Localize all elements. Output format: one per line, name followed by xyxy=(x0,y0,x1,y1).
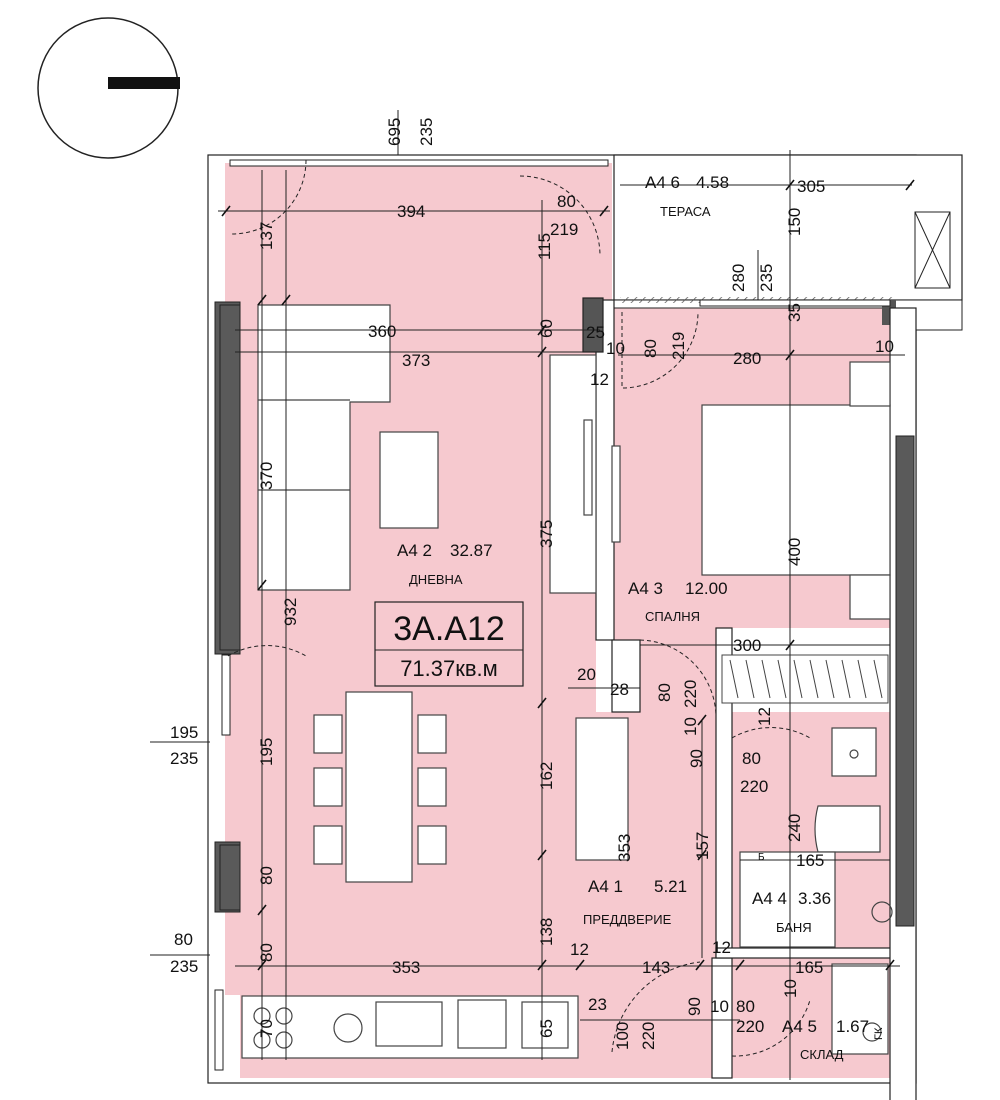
dim-label: 219 xyxy=(550,220,578,239)
north-arrow-icon xyxy=(37,17,180,159)
fixture-label: ГК xyxy=(873,1027,885,1040)
dim-label: 80 xyxy=(557,192,576,211)
dim-label: 80 xyxy=(655,683,674,702)
dim-label: 150 xyxy=(785,208,804,236)
dim-label: 80 xyxy=(736,997,755,1016)
dim-label: 65 xyxy=(537,1019,556,1038)
dim-label: 360 xyxy=(368,322,396,341)
room-area-terrace: 4.58 xyxy=(696,173,729,192)
room-area-bedroom: 12.00 xyxy=(685,579,728,598)
room-name-living: ДНЕВНА xyxy=(409,572,463,587)
windows xyxy=(214,159,915,1071)
dim-label: 143 xyxy=(642,958,670,977)
dim-label: 25 xyxy=(586,323,605,342)
dim-label: 60 xyxy=(537,319,556,338)
dim-label: 12 xyxy=(590,370,609,389)
room-area-hall: 5.21 xyxy=(654,877,687,896)
dim-label: 28 xyxy=(610,680,629,699)
dim-label: 23 xyxy=(588,995,607,1014)
dim-label: 695 xyxy=(385,118,404,146)
dim-label: 20 xyxy=(577,665,596,684)
dim-label: 80 xyxy=(257,866,276,885)
dim-label: 10 xyxy=(606,339,625,358)
dim-label: 280 xyxy=(733,349,761,368)
dim-label: 10 xyxy=(875,337,894,356)
dim-label: 90 xyxy=(685,997,704,1016)
room-id-bedroom: A4 3 xyxy=(628,579,663,598)
dim-label: 138 xyxy=(537,918,556,946)
dim-label: 305 xyxy=(797,177,825,196)
dim-label: 100 xyxy=(613,1022,632,1050)
room-area-living: 32.87 xyxy=(450,541,493,560)
room-name-storage: СКЛАД xyxy=(800,1047,844,1062)
dim-label: 80 xyxy=(174,930,193,949)
furniture xyxy=(241,304,893,1059)
dim-label: 12 xyxy=(755,707,774,726)
dim-label: 375 xyxy=(537,520,556,548)
dim-label: 165 xyxy=(795,958,823,977)
dim-label: 115 xyxy=(535,233,554,260)
dim-label: 235 xyxy=(170,957,198,976)
room-labels: A4 2 32.87 ДНЕВНА A4 3 12.00 СПАЛНЯ A4 1… xyxy=(397,173,885,1062)
dim-label: 80 xyxy=(742,749,761,768)
dim-label: 162 xyxy=(537,762,556,790)
dim-label: 80 xyxy=(257,943,276,962)
room-name-bedroom: СПАЛНЯ xyxy=(645,609,700,624)
room-name-hall: ПРЕДДВЕРИЕ xyxy=(583,912,672,927)
dim-label: 12 xyxy=(712,938,731,957)
dim-label: 219 xyxy=(669,332,688,360)
dim-label: 80 xyxy=(641,339,660,358)
dim-label: 300 xyxy=(733,636,761,655)
dim-label: 70 xyxy=(257,1019,276,1038)
dimension-labels: 695 235 394 80 219 137 115 305 150 280 2… xyxy=(170,118,894,1050)
dim-label: 195 xyxy=(170,723,198,742)
room-id-storage: A4 5 xyxy=(782,1017,817,1036)
dim-label: 35 xyxy=(785,303,804,322)
dim-label: 400 xyxy=(785,538,804,566)
room-name-bath: БАНЯ xyxy=(776,920,812,935)
room-name-terrace: ТЕРАСА xyxy=(660,204,711,219)
dim-label: 240 xyxy=(785,814,804,842)
unit-label: 3A.A12 71.37кв.м xyxy=(374,601,524,687)
dim-label: 137 xyxy=(257,222,276,250)
dim-label: 165 xyxy=(796,851,824,870)
doors xyxy=(227,159,811,1057)
dim-label: 10 xyxy=(710,997,729,1016)
dim-label: 280 xyxy=(729,264,748,292)
unit-area: 71.37кв.м xyxy=(400,656,498,681)
dimension-lines xyxy=(150,110,915,1080)
room-id-living: A4 2 xyxy=(397,541,432,560)
dim-label: 220 xyxy=(681,680,700,708)
dim-label: 235 xyxy=(417,118,436,146)
dim-label: 157 xyxy=(693,832,712,860)
dim-label: 235 xyxy=(170,749,198,768)
dim-label: 220 xyxy=(736,1017,764,1036)
bath-vent-label: Б xyxy=(758,852,765,863)
dim-label: 394 xyxy=(397,202,425,221)
room-id-hall: A4 1 xyxy=(588,877,623,896)
room-id-terrace: A4 6 xyxy=(645,173,680,192)
dim-label: 932 xyxy=(281,598,300,626)
unit-code: 3A.A12 xyxy=(393,610,505,648)
dim-label: 353 xyxy=(615,834,634,862)
dim-label: 90 xyxy=(687,749,706,768)
dim-label: 12 xyxy=(570,940,589,959)
dim-label: 220 xyxy=(639,1022,658,1050)
room-area-storage: 1.67 xyxy=(836,1017,869,1036)
dim-label: 370 xyxy=(257,462,276,490)
dim-label: 10 xyxy=(781,979,800,998)
dim-label: 195 xyxy=(257,738,276,766)
dim-label: 220 xyxy=(740,777,768,796)
dim-label: 353 xyxy=(392,958,420,977)
room-id-bath: A4 4 xyxy=(752,889,787,908)
dim-label: 10 xyxy=(681,717,700,736)
dim-label: 373 xyxy=(402,351,430,370)
dim-label: 235 xyxy=(757,264,776,292)
room-area-bath: 3.36 xyxy=(798,889,831,908)
